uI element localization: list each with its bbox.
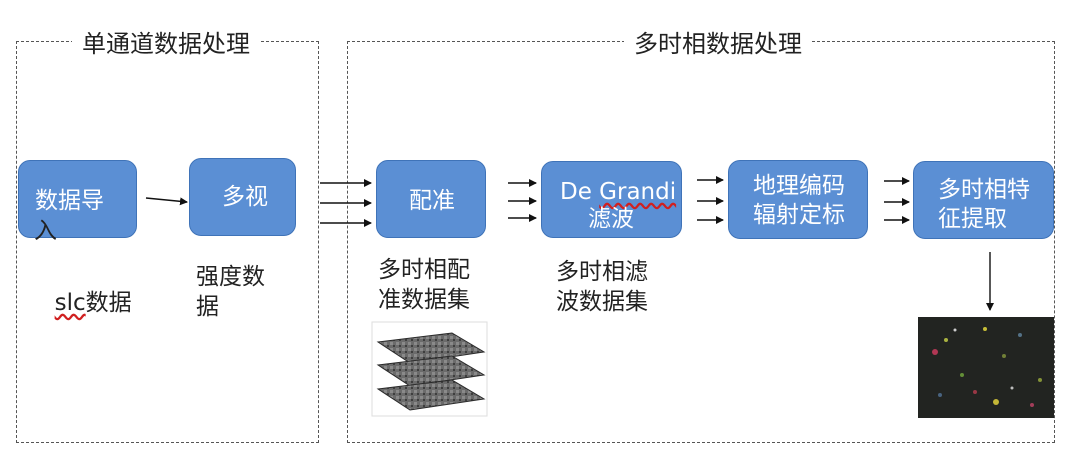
degrandi-filter-label-line2: 滤波 (588, 206, 634, 232)
intensity-data-caption: 强度数 据 (196, 264, 265, 320)
feature-extraction-node: 多时相特 征提取 (913, 161, 1054, 239)
degrandi-filter-label-text: De Grandi (560, 179, 677, 205)
registration-label: 配准 (409, 188, 455, 214)
geocoding-node: 地理编码 辐射定标 (728, 160, 868, 239)
feature-extraction-label-line2: 征提取 (938, 206, 1007, 232)
data-import-label-line1: 数据导 (35, 188, 104, 214)
geocoding-label-line1: 地理编码 (753, 173, 845, 199)
degrandi-spellcheck-word: Grandi (599, 179, 677, 205)
arrow-import-to-multilook (145, 197, 188, 206)
slc-data-caption: slc数据 (40, 258, 132, 318)
multi-temporal-title: 多时相数据处理 (624, 30, 812, 58)
feature-extraction-label-line1: 多时相特 (938, 177, 1030, 203)
filtered-dataset-caption: 多时相滤 波数据集 (556, 259, 648, 315)
slc-caption-prefix: slc (54, 290, 86, 316)
image-layer-middle (376, 355, 486, 387)
degrandi-filter-node: De Grandi 滤波 (541, 161, 682, 238)
image-layer-top (376, 332, 486, 364)
image-layer-bottom (376, 379, 486, 411)
multi-look-node: 多视 (189, 158, 296, 236)
data-import-label-line2: 入 (34, 218, 57, 244)
slc-caption-suffix: 数据 (85, 290, 132, 316)
single-channel-title: 单通道数据处理 (72, 30, 260, 58)
multi-look-label: 多视 (222, 184, 268, 210)
degrandi-filter-label-line1: De Grandi (560, 178, 676, 206)
data-import-node: 数据导 (18, 160, 137, 238)
registration-node: 配准 (376, 160, 486, 238)
geocoding-label-line2: 辐射定标 (753, 202, 845, 228)
registered-dataset-caption: 多时相配 准数据集 (378, 257, 470, 313)
